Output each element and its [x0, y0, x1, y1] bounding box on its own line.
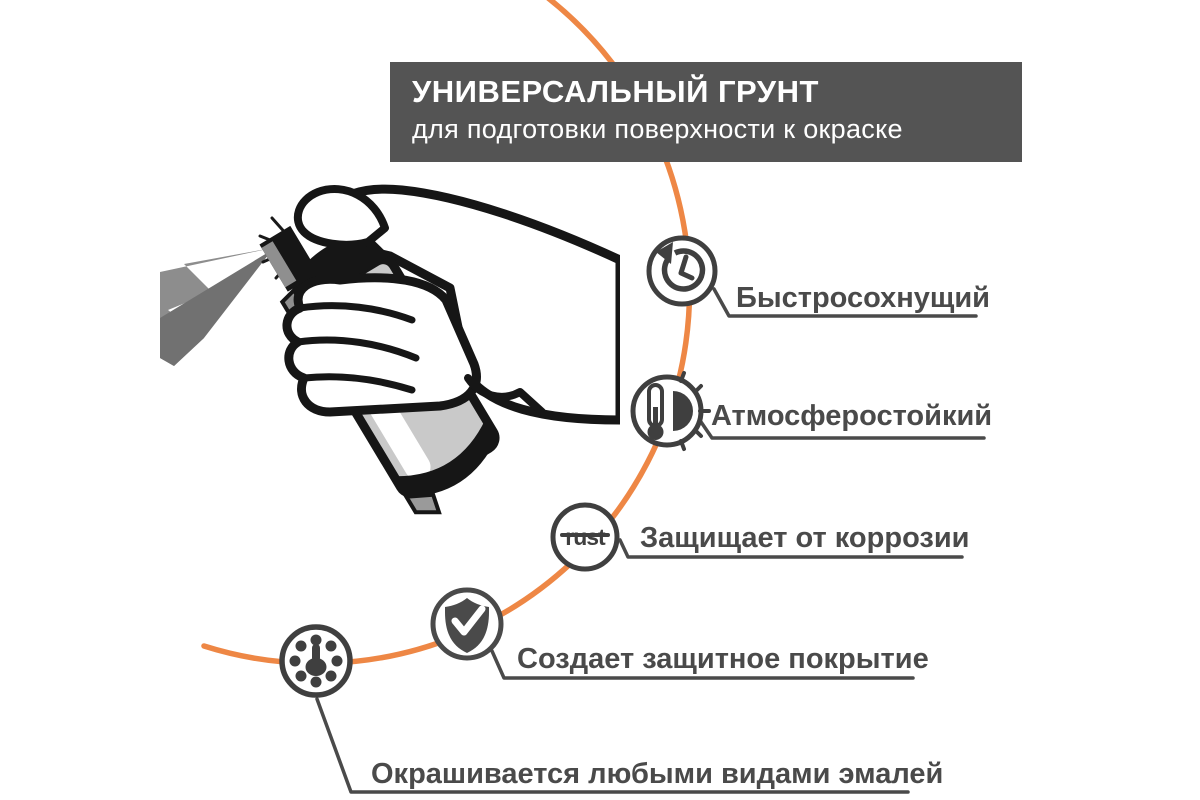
underline-weatherproof [697, 417, 986, 440]
underline-anticorrosion [618, 538, 964, 559]
paint-dial-icon [279, 624, 353, 698]
index-finger [293, 185, 389, 249]
feature-label-anticorrosion: Защищает от коррозии [640, 522, 970, 554]
no-rust-icon: rust [550, 502, 620, 572]
page-subtitle: для подготовки поверхности к окраске [412, 114, 903, 145]
feature-label-weatherproof: Атмосферостойкий [711, 400, 993, 432]
thermometer-sun-icon [630, 371, 711, 451]
underline-paintable [315, 697, 910, 794]
underline-protective-coating [490, 649, 915, 680]
spray-can-illustration [160, 184, 620, 515]
feature-label-protective-coating: Создает защитное покрытие [517, 643, 929, 675]
hand-fingers [282, 185, 546, 417]
feature-label-fast-drying: Быстросохнущий [736, 282, 991, 314]
page-title: УНИВЕРСАЛЬНЫЙ ГРУНТ [412, 74, 819, 109]
underline-fast-drying [712, 287, 978, 318]
feature-label-paintable: Окрашивается любыми видами эмалей [371, 758, 944, 790]
shield-check-icon [430, 587, 504, 661]
header-banner: УНИВЕРСАЛЬНЫЙ ГРУНТ для подготовки повер… [390, 62, 1022, 162]
history-clock-icon [646, 235, 718, 307]
label-underlines [315, 287, 986, 794]
